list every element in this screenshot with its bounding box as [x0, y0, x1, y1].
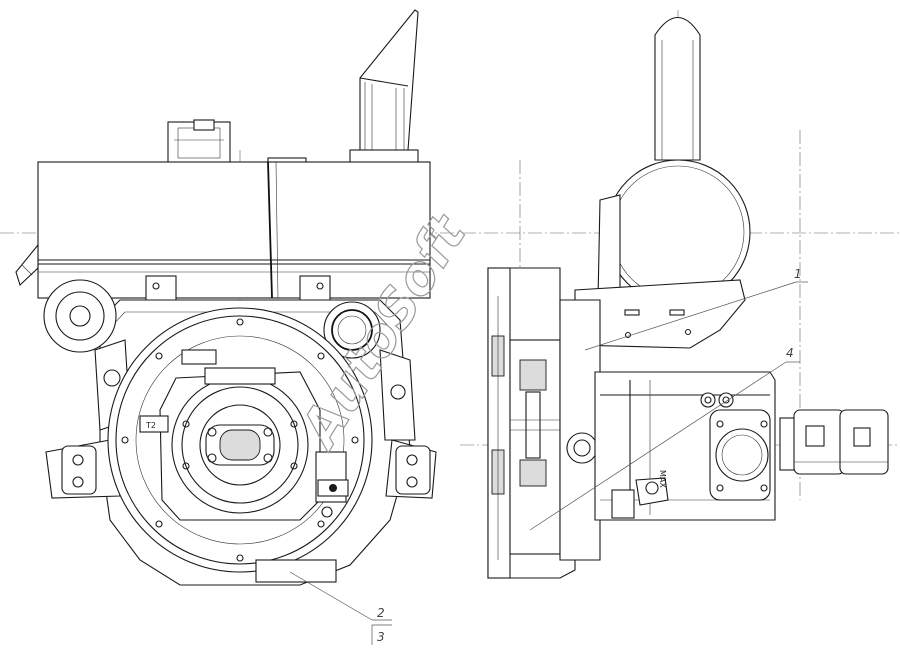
housing-bolts — [121, 318, 359, 562]
pump-label-max: MAX — [658, 470, 667, 488]
callout-1: 1 — [794, 267, 802, 281]
callout-4: 4 — [786, 346, 794, 360]
hydraulic-pump-side: MAX — [594, 371, 776, 521]
muffler-drum-side — [574, 159, 751, 349]
exhaust-pipe-front — [349, 9, 419, 165]
callout-2: 2 — [377, 606, 385, 620]
gear-pump-side — [779, 409, 889, 475]
flywheel-housing: T2 — [107, 307, 373, 583]
muffler-box-front — [15, 161, 431, 305]
exhaust-pipe-side — [654, 17, 701, 161]
side-view: MAX — [487, 17, 889, 579]
callout-3: 3 — [377, 630, 385, 644]
port-label-t2: T2 — [145, 421, 156, 430]
leaders — [289, 281, 808, 645]
housing-section-side — [487, 267, 601, 579]
front-view: T2 — [15, 9, 437, 586]
intake-bracket — [167, 119, 307, 167]
